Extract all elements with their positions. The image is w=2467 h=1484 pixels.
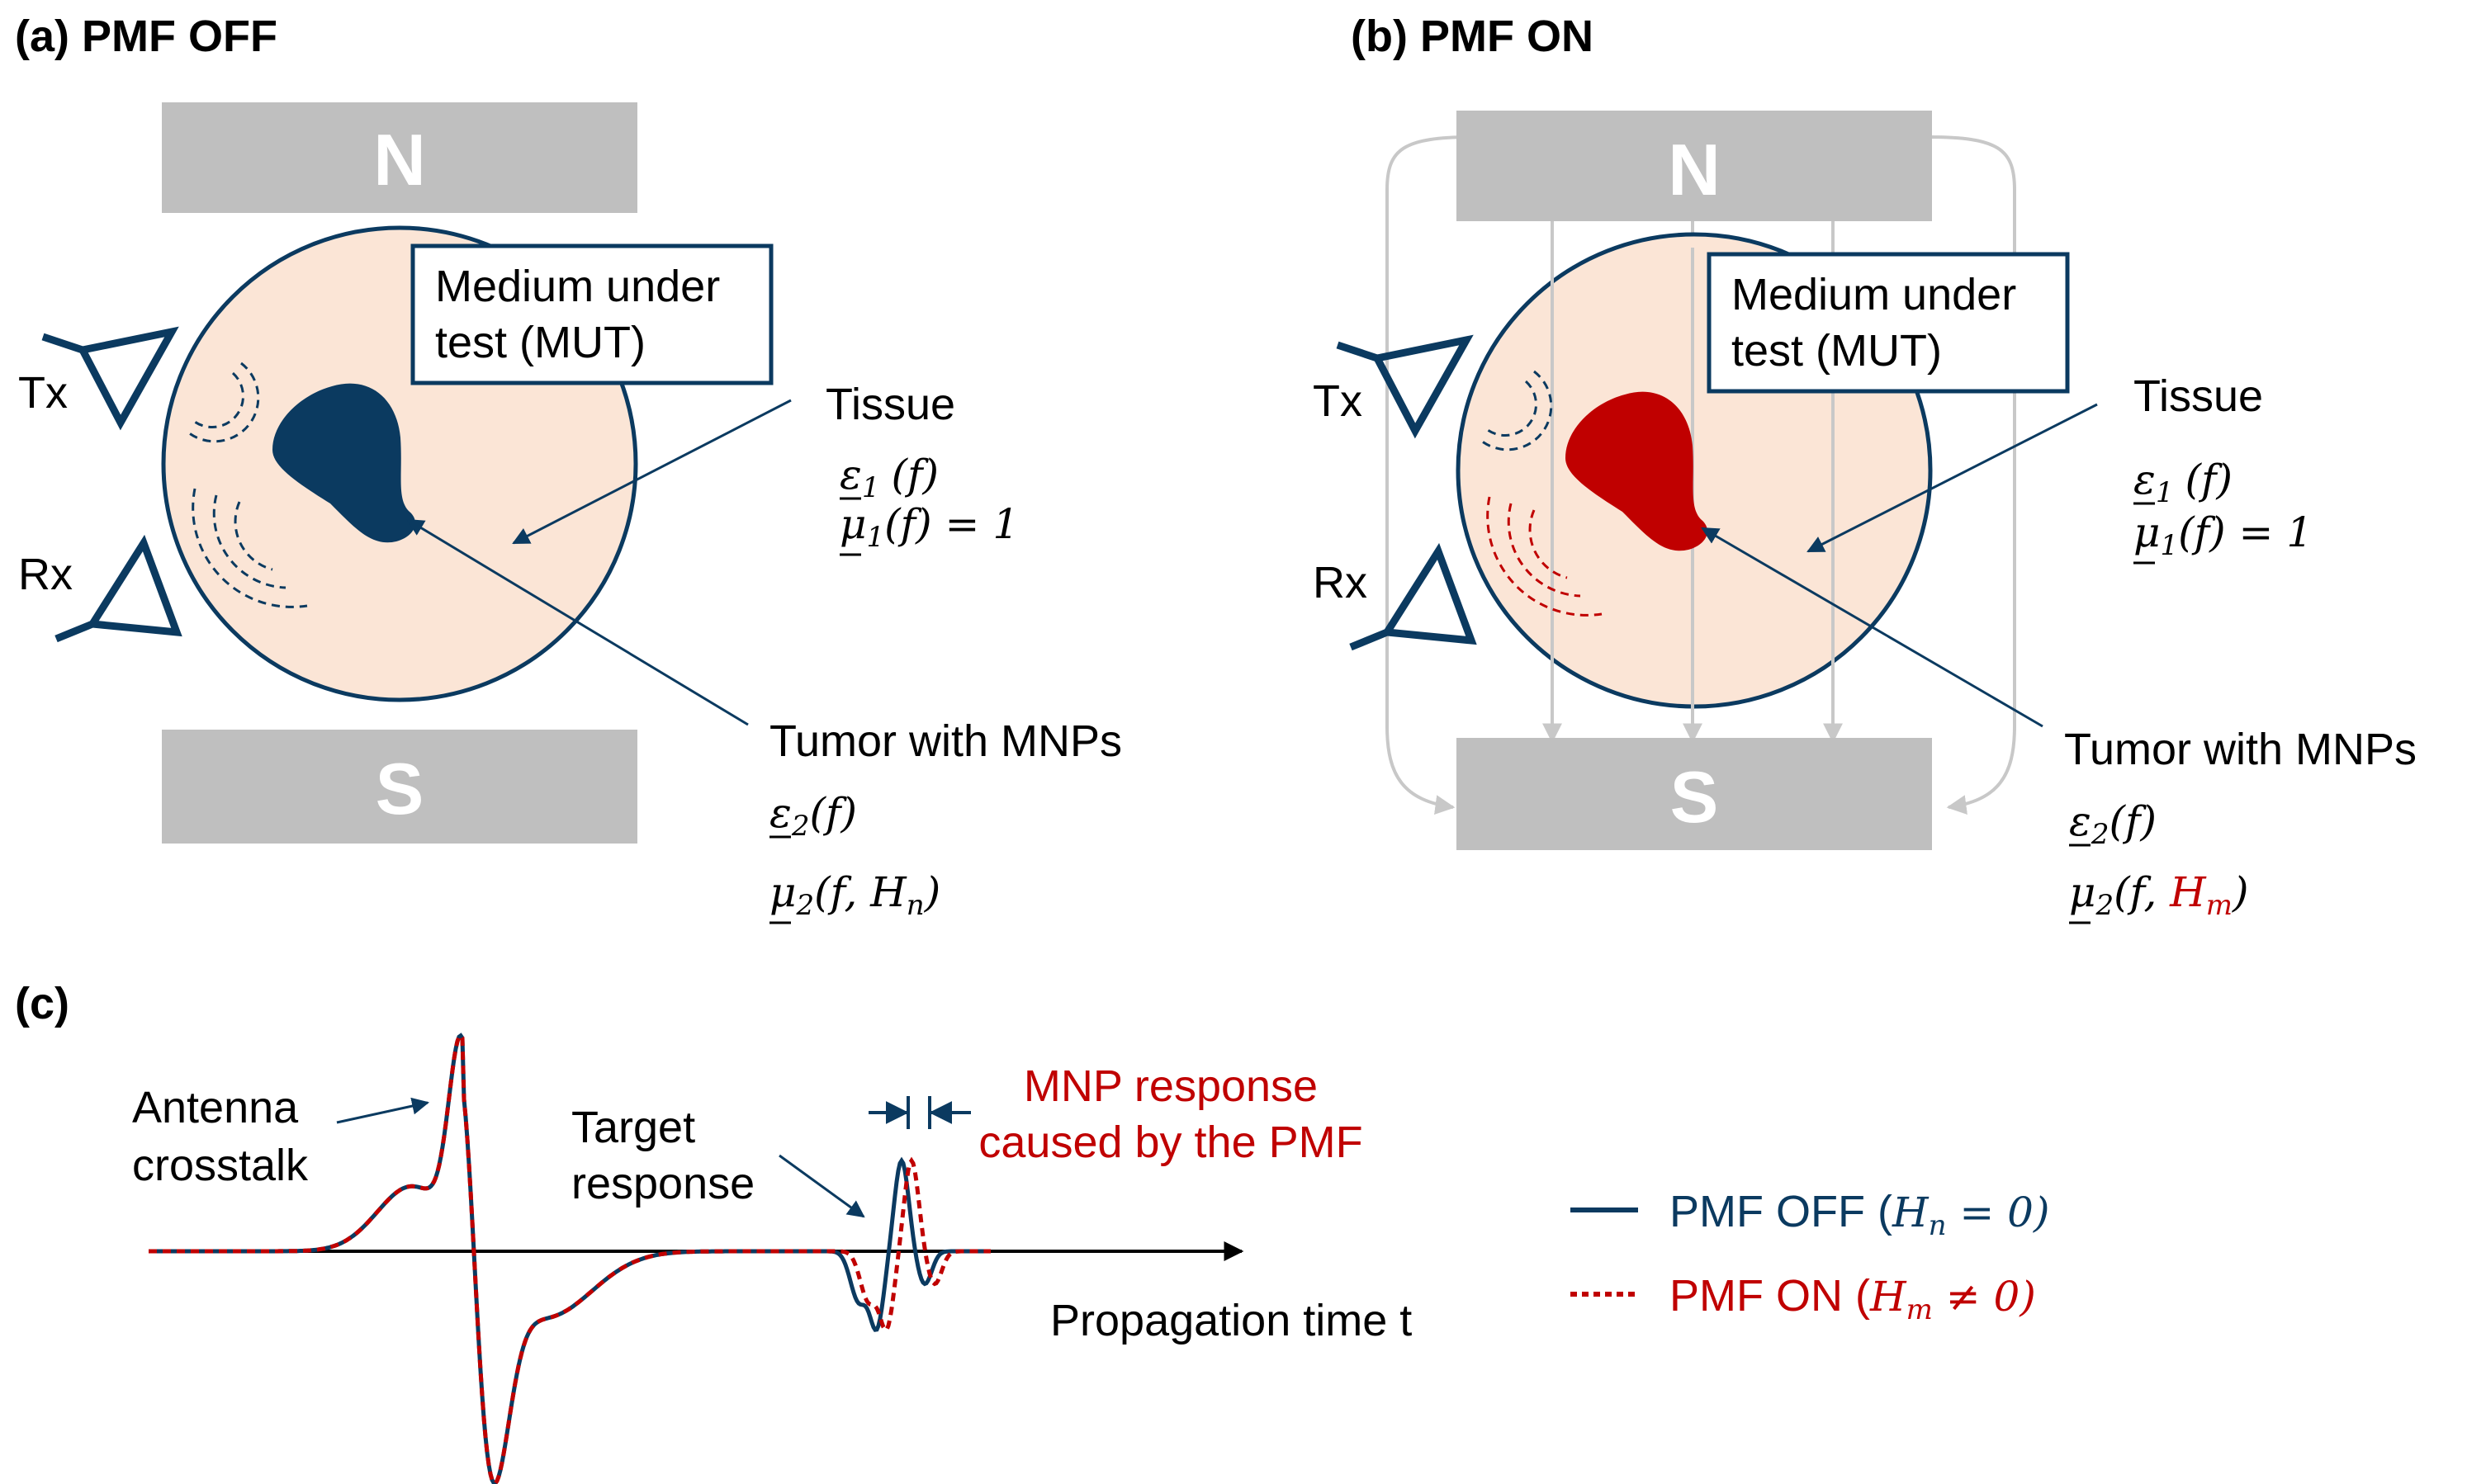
mut-label-line1-b: Medium under — [1731, 270, 2016, 319]
tx-label-a: Tx — [18, 368, 68, 418]
wave-large-a — [192, 488, 308, 608]
wave-large-b — [1486, 496, 1603, 617]
svg-text:ε2(f): ε2(f) — [769, 789, 857, 843]
rx-antenna-a — [54, 534, 182, 643]
signal-pmf-on — [149, 1033, 991, 1484]
eps1-formula-b: ε1(f) — [2133, 456, 2233, 509]
tumor-arrow-b — [1701, 527, 2043, 728]
magnet-north-a — [162, 102, 637, 213]
svg-text:ε1(f): ε1(f) — [840, 451, 939, 504]
crosstalk-arrow — [336, 1097, 430, 1124]
tumor-arrow-a — [406, 518, 749, 726]
target-arrow — [779, 1154, 865, 1218]
mnp-label-line1: MNP response — [1024, 1061, 1318, 1111]
tx-label-b: Tx — [1313, 376, 1362, 426]
mut-label-line2-b: test (MUT) — [1731, 326, 1942, 376]
target-label-line1: Target — [571, 1103, 695, 1152]
legend-on-label: PMF ON (Hm ≠ 0) — [1669, 1271, 2036, 1326]
mut-box-a — [410, 243, 774, 385]
tx-antenna-a — [41, 326, 179, 431]
magnet-south-label-b: S — [1670, 756, 1719, 838]
tissue-label-a: Tissue — [826, 380, 955, 429]
mu2-formula-a: μ2(f, Hn) — [769, 868, 940, 924]
delay-marker — [869, 1096, 971, 1129]
tissue-label-b: Tissue — [2133, 371, 2263, 421]
panel-a-title: (a) PMF OFF — [15, 12, 277, 61]
crosstalk-label-line1: Antenna — [132, 1083, 299, 1132]
tx-antenna-b — [1336, 334, 1474, 439]
magnet-south-b — [1456, 738, 1932, 850]
svg-text:μ2(f, Hm): μ2(f, Hm) — [2069, 868, 2249, 922]
mu1-formula-b: μ1(f) = 1 — [2133, 508, 2313, 565]
svg-text:ε2(f): ε2(f) — [2069, 797, 2157, 851]
rx-label-a: Rx — [18, 550, 73, 599]
tumor-b — [1565, 391, 1707, 551]
magnet-north-b — [1456, 111, 1932, 221]
legend: PMF OFF (Hn = 0) PMF ON (Hm ≠ 0) — [1570, 1187, 2049, 1326]
crosstalk-label-line2: crosstalk — [132, 1141, 309, 1190]
mu1-formula-a: μ1(f) = 1 — [840, 500, 1019, 556]
rx-antenna-b — [1349, 542, 1477, 651]
magnet-north-label-b: N — [1668, 129, 1721, 210]
magnet-south-a — [162, 730, 637, 844]
wave-small-a — [187, 362, 260, 443]
target-label-line2: response — [571, 1159, 755, 1208]
mut-label-line1-a: Medium under — [435, 262, 720, 311]
panel-b: (b) PMF ON N S Medium under test (MUT) — [1313, 12, 2417, 924]
magnet-north-label-a: N — [373, 119, 426, 201]
magnet-south-label-a: S — [376, 748, 424, 829]
eps1-formula-a: ε1(f) — [840, 451, 939, 504]
svg-text:ε1(f): ε1(f) — [2133, 456, 2233, 509]
rx-label-b: Rx — [1313, 558, 1367, 607]
panel-b-title: (b) PMF ON — [1351, 12, 1593, 61]
mut-label-line2-a: test (MUT) — [435, 318, 646, 367]
tissue-arrow-a — [512, 399, 792, 545]
mnp-label-line2: caused by the PMF — [978, 1118, 1362, 1167]
svg-text:μ1(f) = 1: μ1(f) = 1 — [840, 500, 1019, 554]
mut-box-b — [1707, 252, 2070, 394]
tissue-arrow-b — [1806, 403, 2098, 553]
mu2-formula-b: μ2(f, Hm) — [2069, 868, 2249, 924]
tumor-label-b: Tumor with MNPs — [2064, 725, 2417, 774]
wave-small-b — [1480, 370, 1553, 451]
axis-label: Propagation time t — [1050, 1296, 1412, 1345]
tumor-a — [272, 383, 415, 543]
svg-text:μ2(f, Hn): μ2(f, Hn) — [769, 868, 940, 922]
eps2-formula-a: ε2(f) — [769, 789, 857, 843]
panel-a: (a) PMF OFF N S Medium under test (MUT) … — [15, 12, 1122, 924]
legend-off-label: PMF OFF (Hn = 0) — [1669, 1187, 2049, 1242]
tumor-label-a: Tumor with MNPs — [769, 716, 1122, 766]
panel-c: (c) Antenna crosstalk Target response MN… — [15, 979, 2049, 1484]
panel-c-title: (c) — [15, 979, 69, 1028]
svg-text:μ1(f) = 1: μ1(f) = 1 — [2133, 508, 2313, 562]
eps2-formula-b: ε2(f) — [2069, 797, 2157, 851]
